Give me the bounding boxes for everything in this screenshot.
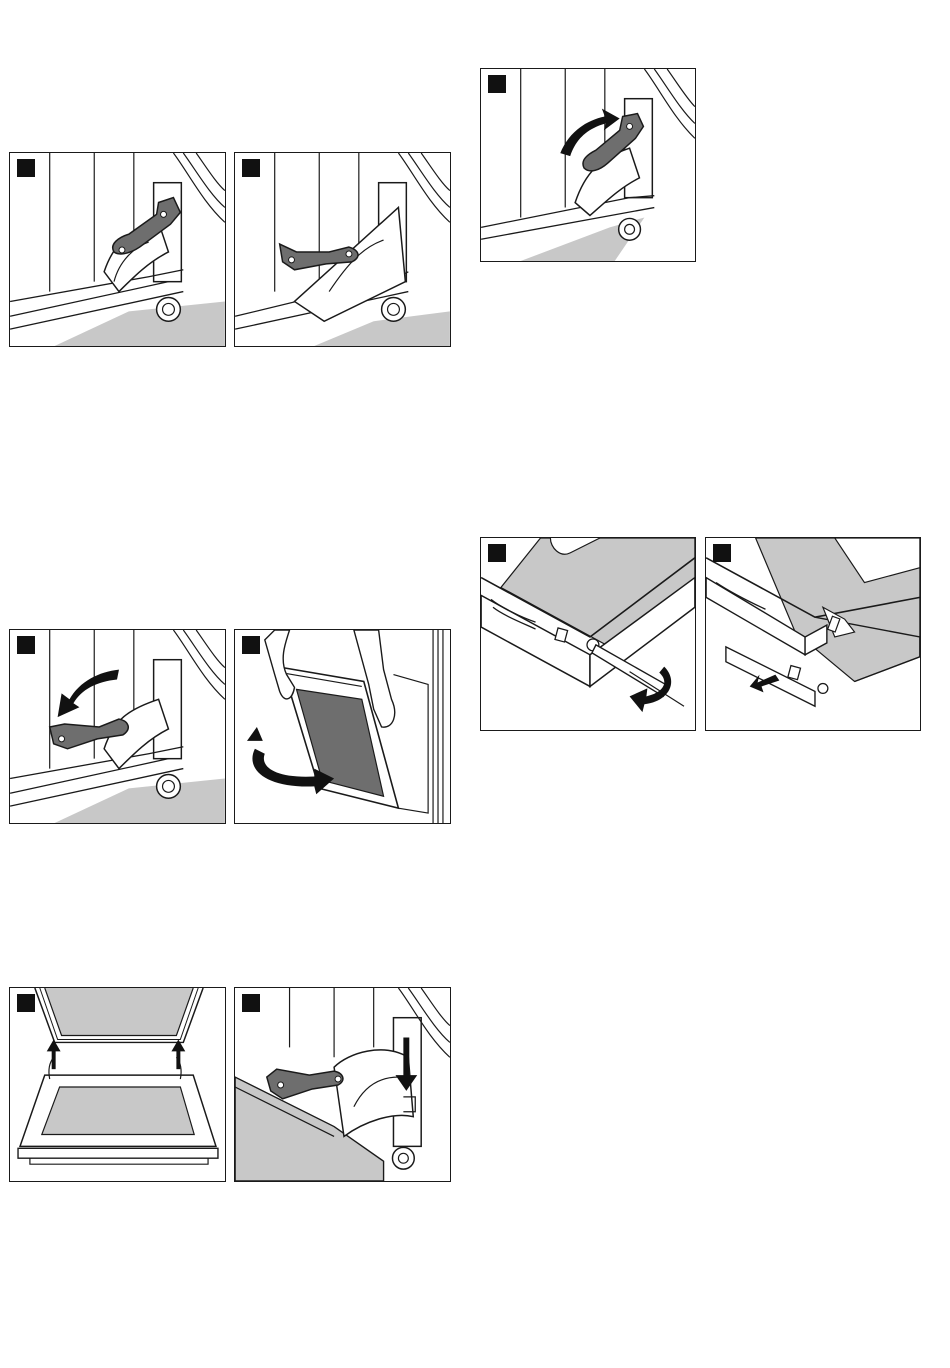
hinge-folded-up-drawing xyxy=(481,69,695,261)
step-marker xyxy=(17,159,35,177)
illustration-door-screw-unscrewing xyxy=(480,537,696,731)
hinge-folded-out-drawing xyxy=(235,153,450,346)
illustration-hinge-lever-folded-out xyxy=(234,152,451,347)
illustration-door-strip-removal xyxy=(705,537,921,731)
step-marker xyxy=(17,994,35,1012)
step-marker xyxy=(488,75,506,93)
door-removal-drawing xyxy=(235,630,450,823)
step-marker xyxy=(488,544,506,562)
step-marker xyxy=(242,994,260,1012)
illustration-hinge-pushing-down xyxy=(234,987,451,1182)
illustration-door-removal xyxy=(234,629,451,824)
step-marker xyxy=(17,636,35,654)
door-strip-drawing xyxy=(706,538,920,730)
hinge-pushing-down-drawing xyxy=(235,988,450,1181)
hinge-folding-down-drawing xyxy=(10,630,225,823)
inner-pane-drawing xyxy=(10,988,225,1181)
step-marker xyxy=(713,544,731,562)
door-screw-drawing xyxy=(481,538,695,730)
illustration-inner-pane-lifting xyxy=(9,987,226,1182)
step-marker xyxy=(242,636,260,654)
illustration-hinge-lever-folding-down xyxy=(9,629,226,824)
step-marker xyxy=(242,159,260,177)
hinge-closed-drawing xyxy=(10,153,225,346)
illustration-hinge-lever-closed xyxy=(9,152,226,347)
illustration-hinge-lever-folded-up xyxy=(480,68,696,262)
